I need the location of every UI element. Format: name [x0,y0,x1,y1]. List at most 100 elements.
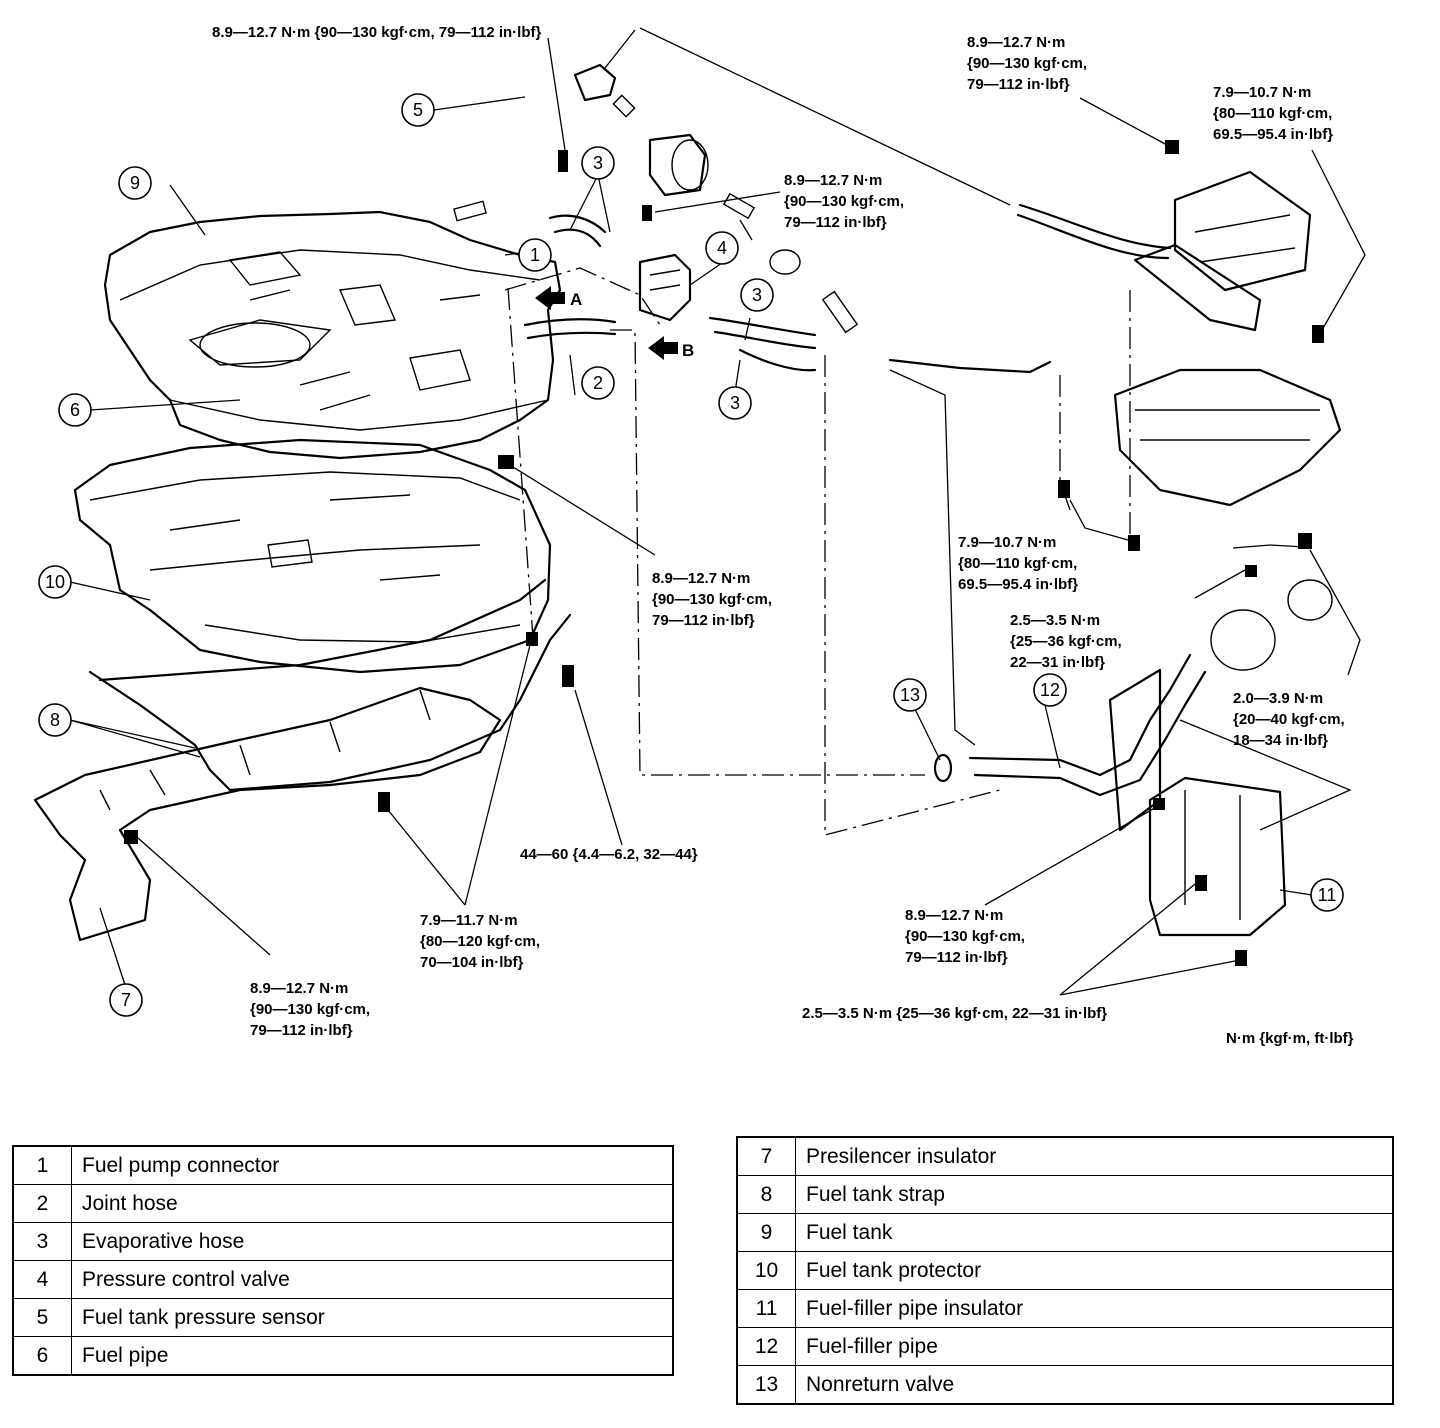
fuel-tank-drawing [103,210,562,460]
torque-spec-bracket-bolt-l1: 7.9—10.7 N·m [958,534,1056,551]
callout-9: 9 [118,166,152,200]
hoses-drawing [453,94,1172,374]
fuel-tank-protector-drawing [73,438,552,674]
torque-spec-insulator-bolt-l2: {90—130 kgf·cm, [250,1001,370,1018]
torque-units-note: N·m {kgf·m, ft·lbf} [1226,1030,1354,1047]
torque-spec-filler-lid-l3: 18—34 in·lbf} [1233,732,1328,749]
legend-number: 2 [12,1184,72,1223]
view-arrow-b-shape [648,336,678,360]
callout-3-lower: 3 [718,386,752,420]
torque-spec-filler-lid-l2: {20—40 kgf·cm, [1233,711,1345,728]
torque-spec-strap-nut-l2: {80—120 kgf·cm, [420,933,540,950]
alignment-lines [504,267,1131,836]
svg-text:3: 3 [752,285,762,305]
torque-spec-tank-bolt-l3: 79—112 in·lbf} [652,612,755,629]
legend-part-name: Fuel-filler pipe insulator [795,1289,1394,1328]
torque-spec-bracket-bolt-l3: 69.5—95.4 in·lbf} [958,576,1078,593]
torque-spec-canister-bolt-l2: {90—130 kgf·cm, [967,55,1087,72]
svg-text:13: 13 [900,685,920,705]
svg-text:8: 8 [50,710,60,730]
torque-spec-canister-bolt-l3: 79—112 in·lbf} [967,76,1070,93]
torque-spec-filler-bolt-l1: 8.9—12.7 N·m [905,907,1003,924]
legend-part-name: Pressure control valve [71,1260,674,1299]
torque-spec-canister-bolt-l1: 8.9—12.7 N·m [967,34,1065,51]
callout-10: 10 [38,565,72,599]
pressure-control-valve-drawing [573,63,801,322]
legend-part-name: Fuel tank pressure sensor [71,1298,674,1337]
svg-text:1: 1 [530,245,540,265]
legend-number: 6 [12,1336,72,1376]
svg-text:3: 3 [730,393,740,413]
torque-spec-tank-bolt-l1: 8.9—12.7 N·m [652,570,750,587]
legend-number: 12 [736,1327,796,1366]
svg-text:3: 3 [593,153,603,173]
legend-part-name: Fuel tank strap [795,1175,1394,1214]
torque-spec-filler-cap-screw-l2: {25—36 kgf·cm, [1010,633,1122,650]
callout-5: 5 [401,93,435,127]
svg-text:9: 9 [130,173,140,193]
canister-drawing [1113,170,1342,507]
legend-number: 9 [736,1213,796,1252]
svg-text:2: 2 [593,373,603,393]
torque-spec-filler-bolt-l3: 79—112 in·lbf} [905,949,1008,966]
torque-spec-valve-bolt-l2: {90—130 kgf·cm, [784,193,904,210]
torque-specs: 8.9—12.7 N·m {90—130 kgf·cm, 79—112 in·l… [212,24,1354,1047]
torque-spec-bracket-bolt-l2: {80—110 kgf·cm, [958,555,1077,572]
leader-lines [69,27,1366,996]
legend-part-name: Nonreturn valve [795,1365,1394,1405]
svg-text:6: 6 [70,400,80,420]
torque-spec-tank-bolt-l2: {90—130 kgf·cm, [652,591,772,608]
callout-3-middle: 3 [740,278,774,312]
svg-text:10: 10 [45,572,65,592]
legend-number: 1 [12,1145,72,1185]
callout-6: 6 [58,393,92,427]
torque-spec-insulator-bolt-l1: 8.9—12.7 N·m [250,980,348,997]
torque-spec-strap-nut-l3: 70—104 in·lbf} [420,954,524,971]
callout-3-upper: 3 [581,146,615,180]
legend-part-name: Fuel-filler pipe [795,1327,1394,1366]
legend-number: 5 [12,1298,72,1337]
torque-spec-top: 8.9—12.7 N·m {90—130 kgf·cm, 79—112 in·l… [212,24,541,41]
legend-part-name: Fuel tank protector [795,1251,1394,1290]
legend-number: 3 [12,1222,72,1261]
callout-1: 1 [518,238,552,272]
legend-part-name: Presilencer insulator [795,1136,1394,1176]
svg-text:7: 7 [121,990,131,1010]
torque-spec-valve-bolt-l3: 79—112 in·lbf} [784,214,887,231]
legend-part-name: Fuel pump connector [71,1145,674,1185]
torque-spec-filler-cap-screw-l3: 22—31 in·lbf} [1010,654,1105,671]
view-arrows: A B [535,286,694,360]
legend-part-name: Fuel pipe [71,1336,674,1376]
torque-spec-insulator-bolt-l3: 79—112 in·lbf} [250,1022,353,1039]
torque-spec-filler-bolt-l2: {90—130 kgf·cm, [905,928,1025,945]
legend-part-name: Fuel tank [795,1213,1394,1252]
callout-8: 8 [38,703,72,737]
callout-12: 12 [1033,673,1067,707]
callout-7: 7 [109,983,143,1017]
legend-part-name: Joint hose [71,1184,674,1223]
view-arrow-b-label: B [682,341,694,360]
svg-text:12: 12 [1040,680,1060,700]
legend-number: 10 [736,1251,796,1290]
torque-spec-filler-cap-screw-l1: 2.5—3.5 N·m [1010,612,1100,629]
torque-spec-filler-lid-l1: 2.0—3.9 N·m [1233,690,1323,707]
exploded-view-diagram: A B 1 2 3 3 3 4 5 6 7 8 9 10 11 12 13 8.… [33,24,1366,1047]
torque-spec-canister-bracket-l3: 69.5—95.4 in·lbf} [1213,126,1333,143]
callouts: 1 2 3 3 3 4 5 6 7 8 9 10 11 12 13 [38,93,1344,1017]
svg-text:5: 5 [413,100,423,120]
presilencer-insulator-drawing [33,578,572,942]
filler-pipe-drawing [933,579,1333,937]
torque-spec-insulator-screws: 2.5—3.5 N·m {25—36 kgf·cm, 22—31 in·lbf} [802,1005,1107,1022]
legend-number: 4 [12,1260,72,1299]
